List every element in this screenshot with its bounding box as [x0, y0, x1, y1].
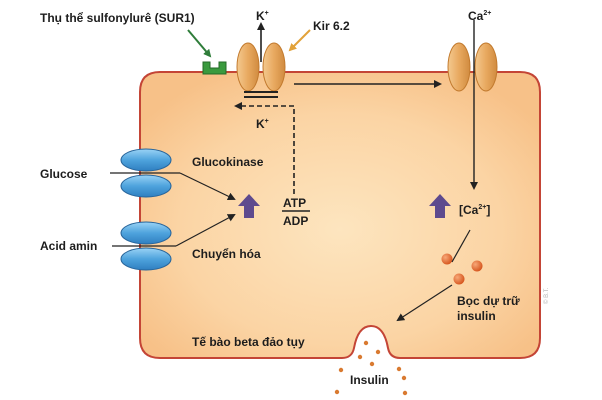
ca-increase-up-arrow [429, 194, 451, 218]
k-top-label: K+ [256, 9, 269, 23]
ca-top-label: Ca2+ [468, 9, 491, 23]
glucose-label: Glucose [40, 167, 88, 181]
glucokinase-label: Glucokinase [192, 155, 264, 169]
acid-amin-label: Acid amin [40, 239, 97, 253]
sur1-pointer-arrow [187, 29, 212, 58]
watermark-label: © B.T. [543, 287, 550, 304]
boc-du-tru-label-line2: insulin [457, 309, 496, 323]
sur1-label: Thụ thể sulfonylurê (SUR1) [40, 11, 195, 25]
atp-label: ATP [283, 196, 306, 210]
amino-acid-to-metabolism-arrow [175, 214, 236, 247]
te-bao-beta-label: Tế bào beta đảo tụy [192, 335, 305, 349]
ca-to-granule-line [451, 229, 471, 263]
released-insulin-dots [334, 340, 408, 396]
atp-increase-up-arrow [238, 194, 260, 218]
ca-channel-icon [447, 42, 498, 92]
k-bottom-label: K+ [256, 117, 269, 131]
adp-label: ADP [283, 214, 308, 228]
kir-channel-icon [236, 42, 286, 92]
exocytosis-arrow [396, 284, 453, 322]
ca-concentration-label: [Ca2+] [459, 203, 490, 217]
channel-block-bars [244, 91, 278, 98]
chuyen-hoa-label: Chuyển hóa [192, 247, 261, 261]
insulin-granules [441, 253, 483, 285]
kir-label: Kir 6.2 [313, 19, 350, 33]
amino-acid-transporter-icon [120, 221, 172, 271]
glucose-transporter-icon [120, 148, 172, 198]
boc-du-tru-label-line1: Bọc dự trữ [457, 294, 520, 308]
insulin-label: Insulin [350, 373, 389, 387]
atp-feedback-dashed-line [234, 102, 295, 194]
kir-pointer-arrow [288, 29, 311, 52]
sur1-receptor-icon [202, 61, 227, 75]
glucose-to-metabolism-arrow [179, 172, 236, 201]
cell-membrane [139, 71, 541, 359]
